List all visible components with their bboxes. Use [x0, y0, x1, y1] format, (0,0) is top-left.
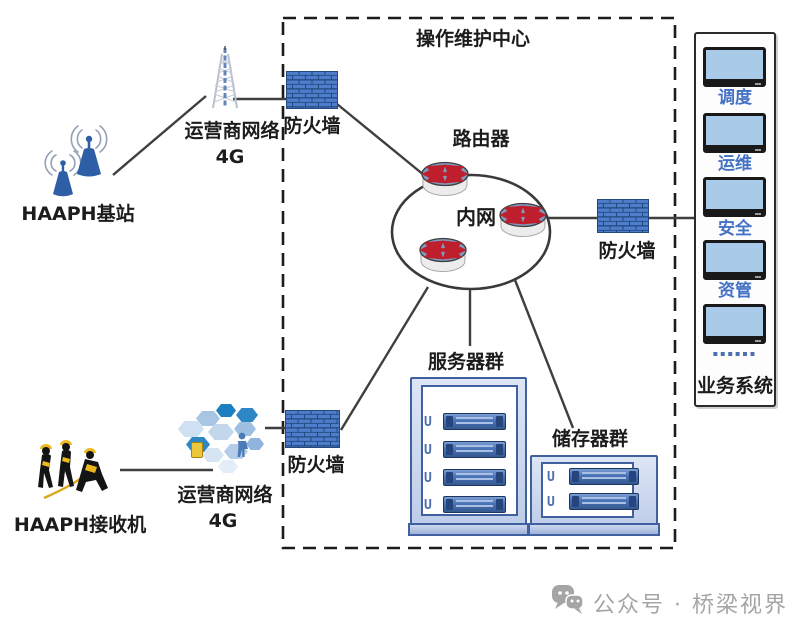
- carrier-network-top-label: 运营商网络: [184, 120, 280, 142]
- monitor-icon: [703, 304, 766, 344]
- hex: [246, 438, 264, 450]
- hex: [236, 408, 258, 422]
- business-systems-panel: 调度 运维 安全 资管 ▪▪▪▪▪▪ 业务系统: [694, 32, 776, 407]
- hex: [196, 411, 220, 426]
- hex: [178, 421, 204, 437]
- receiver-label: HAAPH接收机: [13, 514, 147, 536]
- carrier-network-bottom-4g-label: 4G: [208, 510, 238, 532]
- person-icon: [237, 432, 248, 457]
- rack-unit-marker: U: [547, 470, 555, 485]
- router-icon: [411, 228, 475, 276]
- dashed-boundary: [281, 16, 677, 550]
- server-unit: [443, 469, 506, 486]
- rack-unit-marker: U: [424, 415, 432, 430]
- carrier-network-top-4g-label: 4G: [215, 146, 245, 168]
- rack-unit-marker: U: [547, 495, 555, 510]
- hex: [218, 460, 238, 473]
- business-systems-label: 业务系统: [696, 375, 773, 397]
- rack-unit-marker: U: [424, 471, 432, 486]
- unit-vents: [582, 497, 626, 506]
- monitor-label-dispatch: 调度: [718, 88, 752, 108]
- storage-rack-icon: U U: [528, 455, 660, 536]
- rack-unit-marker: U: [424, 498, 432, 513]
- connector-intranet-firewall-bottom: [339, 286, 430, 431]
- firewall-top-icon: [286, 71, 338, 109]
- router-icon: [413, 152, 477, 200]
- monitor-label-security: 安全: [718, 219, 752, 239]
- connectors: [112, 95, 694, 472]
- connector-firewall-router: [336, 103, 431, 181]
- rack-unit-marker: U: [424, 443, 432, 458]
- unit-vents: [456, 445, 493, 454]
- device-icon: [191, 442, 203, 458]
- wechat-icon: [552, 585, 584, 614]
- server-cluster-label: 服务器群: [427, 351, 505, 373]
- diagram-title: 操作维护中心: [415, 28, 531, 50]
- unit-vents: [456, 417, 493, 426]
- rack-base: [408, 523, 529, 536]
- monitor-label-operations: 运维: [718, 154, 752, 174]
- field-workers-icon: [38, 440, 108, 500]
- monitor-icon: [703, 47, 766, 87]
- connector-basestation-tower: [112, 95, 207, 176]
- firewall-bottom-icon: [285, 410, 340, 448]
- cell-tower-icon: [212, 46, 238, 109]
- hex: [216, 404, 236, 417]
- storage-unit: [569, 468, 639, 485]
- monitor-icon: [703, 240, 766, 280]
- storage-cluster-label: 储存器群: [551, 428, 629, 450]
- watermark-text: 公众号 · 桥梁视界: [593, 593, 788, 618]
- monitor-icon: [703, 113, 766, 153]
- hex: [202, 448, 224, 462]
- hex: [234, 422, 256, 436]
- unit-vents: [456, 473, 493, 482]
- storage-unit: [569, 493, 639, 510]
- base-station-label: HAAPH基站: [21, 203, 135, 225]
- unit-vents: [456, 500, 493, 509]
- unit-vents: [582, 472, 626, 481]
- firewall-right-icon: [597, 199, 649, 233]
- router-icon: [491, 193, 555, 241]
- hex: [208, 424, 234, 440]
- carrier-network-bottom-label: 运营商网络: [177, 484, 273, 506]
- firewall-top-label: 防火墙: [283, 115, 341, 137]
- connector-intranet-storage: [513, 279, 575, 429]
- more-systems-dots: ▪▪▪▪▪▪: [712, 349, 758, 358]
- firewall-bottom-label: 防火墙: [287, 454, 345, 476]
- monitor-icon: [703, 177, 766, 217]
- monitor-label-assets: 资管: [718, 281, 752, 301]
- router-group-label: 路由器: [452, 128, 510, 150]
- server-rack-icon: U U U U: [408, 377, 529, 536]
- server-unit: [443, 496, 506, 513]
- rack-base: [528, 523, 660, 536]
- carrier-cloud-icon: [178, 404, 270, 476]
- intranet-label: 内网: [456, 205, 496, 229]
- base-station-antenna-icon: [44, 125, 108, 197]
- server-unit: [443, 441, 506, 458]
- firewall-right-label: 防火墙: [598, 240, 656, 262]
- server-unit: [443, 413, 506, 430]
